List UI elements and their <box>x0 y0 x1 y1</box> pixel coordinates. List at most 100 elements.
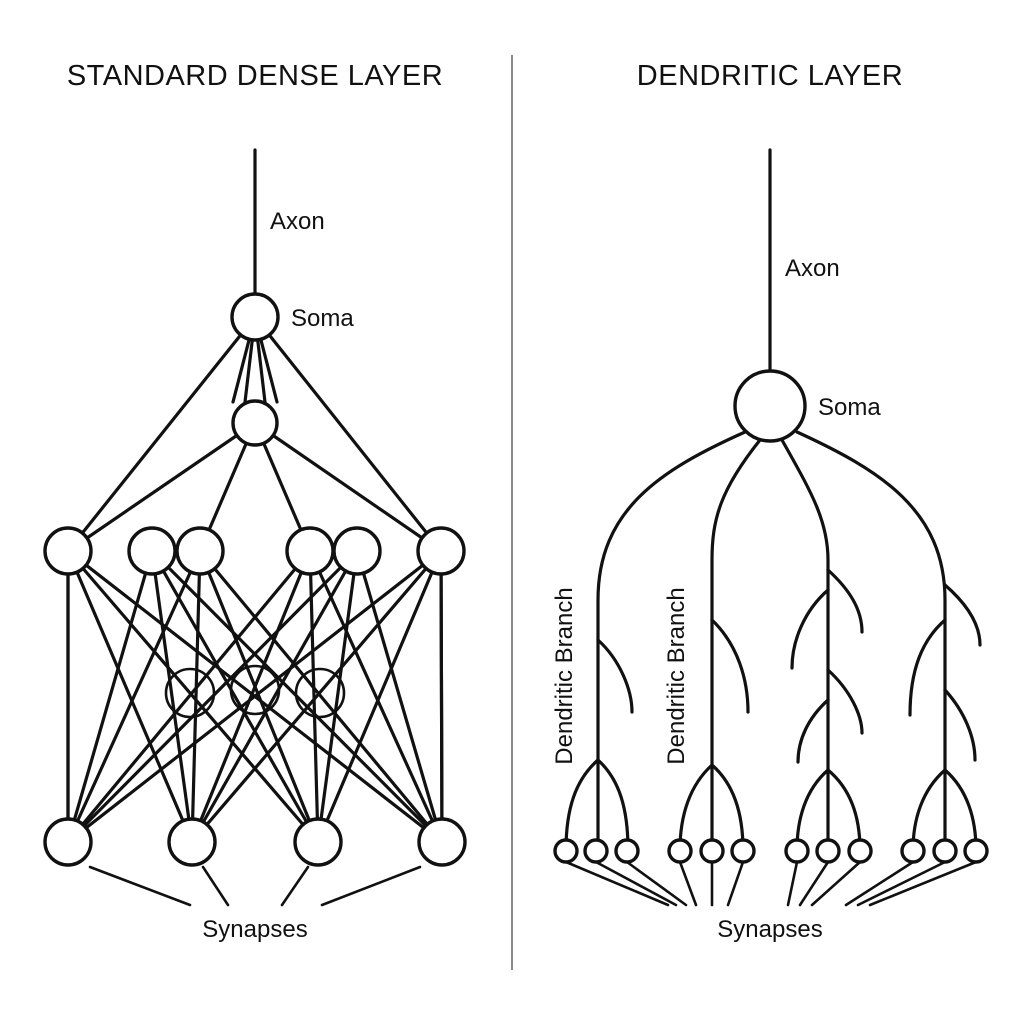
dendritic-twig <box>678 763 714 852</box>
dense-connection <box>190 549 443 844</box>
dendritic-twig <box>790 588 830 670</box>
dense-connection <box>439 549 444 844</box>
dense-connection <box>66 315 257 553</box>
dense-connection <box>355 549 444 844</box>
dense-connection <box>190 549 312 844</box>
dendritic-twig <box>796 698 830 764</box>
dense-connection <box>66 549 154 844</box>
dendritic-branch-label-2: Dendritic Branch <box>663 587 690 764</box>
dendritic-synapse-terminal <box>963 838 989 864</box>
dense-middle-node <box>127 526 177 576</box>
dendritic-synapse-pointer <box>726 860 745 907</box>
dendritic-twig <box>710 618 750 714</box>
dense-connection <box>66 549 312 844</box>
dendritic-synapse-terminal <box>815 838 841 864</box>
dense-bottom-row <box>43 817 467 867</box>
dense-axon-label: Axon <box>270 208 325 235</box>
dense-connection <box>190 549 359 844</box>
dense-connection <box>198 549 444 844</box>
dendritic-synapse-pointer <box>625 860 688 907</box>
dendritic-synapses-label: Synapses <box>717 916 822 943</box>
dendritic-synapse-pointers <box>564 860 978 907</box>
dendritic-twig <box>596 758 630 852</box>
dendritic-twig <box>826 668 864 735</box>
dendritic-synapse-pointer <box>844 860 915 907</box>
dendritic-twig <box>943 768 978 852</box>
dendritic-branch-4 <box>795 430 947 772</box>
dense-connection <box>66 549 194 844</box>
dense-bottom-node <box>417 817 467 867</box>
dendritic-synapse-pointer <box>786 860 799 907</box>
dendritic-synapse-terminal <box>784 838 810 864</box>
dendritic-axon-label: Axon <box>785 255 840 282</box>
dendritic-synapse-pointer <box>564 860 670 907</box>
dendritic-twig <box>943 583 982 647</box>
dense-middle-node <box>332 526 382 576</box>
dendritic-synapse-terminal <box>932 838 958 864</box>
dense-crossing-loop <box>294 667 346 719</box>
dendritic-layer-panel: DENDRITIC LAYER Axon <box>551 60 989 943</box>
dendritic-twig <box>710 763 745 852</box>
dendritic-synapse-pointer <box>594 860 678 907</box>
dendritic-synapse-pointer <box>678 860 698 907</box>
dense-connection <box>198 549 320 844</box>
dendritic-branch-label-1: Dendritic Branch <box>551 587 578 764</box>
dendritic-branch-2 <box>710 438 762 767</box>
dense-layer-title: STANDARD DENSE LAYER <box>67 60 443 92</box>
dendritic-synapse-terminal <box>553 838 579 864</box>
dendritic-layer-title: DENDRITIC LAYER <box>637 60 903 92</box>
dendritic-twig <box>908 618 947 717</box>
dense-synapse-pointer <box>201 865 230 907</box>
dense-connection <box>308 549 444 844</box>
dense-connection <box>253 315 443 553</box>
dense-hidden-node-top <box>231 399 279 447</box>
dendritic-twig <box>911 768 947 852</box>
dense-middle-row <box>43 526 466 576</box>
dendritic-twig <box>564 758 600 852</box>
dense-bottom-node <box>167 817 217 867</box>
dense-soma <box>230 292 280 342</box>
dendritic-synapse-terminal <box>614 838 640 864</box>
dense-connection <box>66 549 443 844</box>
dense-connection <box>66 549 320 844</box>
dense-soma-label: Soma <box>291 305 354 332</box>
dendritic-branch-3 <box>780 438 830 772</box>
dense-connection <box>316 549 359 844</box>
dendritic-soma-label: Soma <box>818 394 881 421</box>
dendritic-synapse-terminal <box>730 838 756 864</box>
dense-connection <box>66 549 202 844</box>
dense-synapse-pointer <box>88 865 192 907</box>
dendritic-synapse-row <box>553 838 989 864</box>
dendritic-synapse-terminal <box>900 838 926 864</box>
dense-synapse-pointer <box>320 865 422 907</box>
dense-bottom-node <box>43 817 93 867</box>
dense-connection <box>150 549 194 844</box>
dense-connection <box>66 421 257 553</box>
dendritic-synapse-pointer <box>856 860 947 907</box>
dendritic-synapse-terminal <box>667 838 693 864</box>
dense-connections <box>66 315 444 844</box>
dendritic-synapse-terminal <box>847 838 873 864</box>
dense-connection <box>253 421 443 553</box>
dendritic-twig <box>826 568 864 634</box>
dendritic-soma <box>733 369 807 443</box>
dense-middle-node <box>175 526 225 576</box>
dendritic-synapse-terminal <box>583 838 609 864</box>
dense-layer-panel: STANDARD DENSE LAYER Axon Soma Synapses <box>43 60 467 943</box>
dense-synapses-label: Synapses <box>202 916 307 943</box>
dense-connection <box>308 549 320 844</box>
dense-middle-node <box>43 526 93 576</box>
dense-connection <box>316 549 443 844</box>
dense-crossing-loop <box>229 664 281 716</box>
dendritic-twig <box>795 768 830 852</box>
dendritic-twig <box>596 638 634 714</box>
dendritic-branch-1 <box>596 430 747 762</box>
dendritic-synapse-pointer <box>810 860 862 907</box>
dense-crossing-loop <box>164 667 216 719</box>
dendritic-tree <box>564 430 982 852</box>
dense-synapse-pointer <box>280 865 310 907</box>
dendritic-twig <box>943 688 977 762</box>
dense-middle-node <box>285 526 335 576</box>
dendritic-synapse-terminal <box>699 838 725 864</box>
